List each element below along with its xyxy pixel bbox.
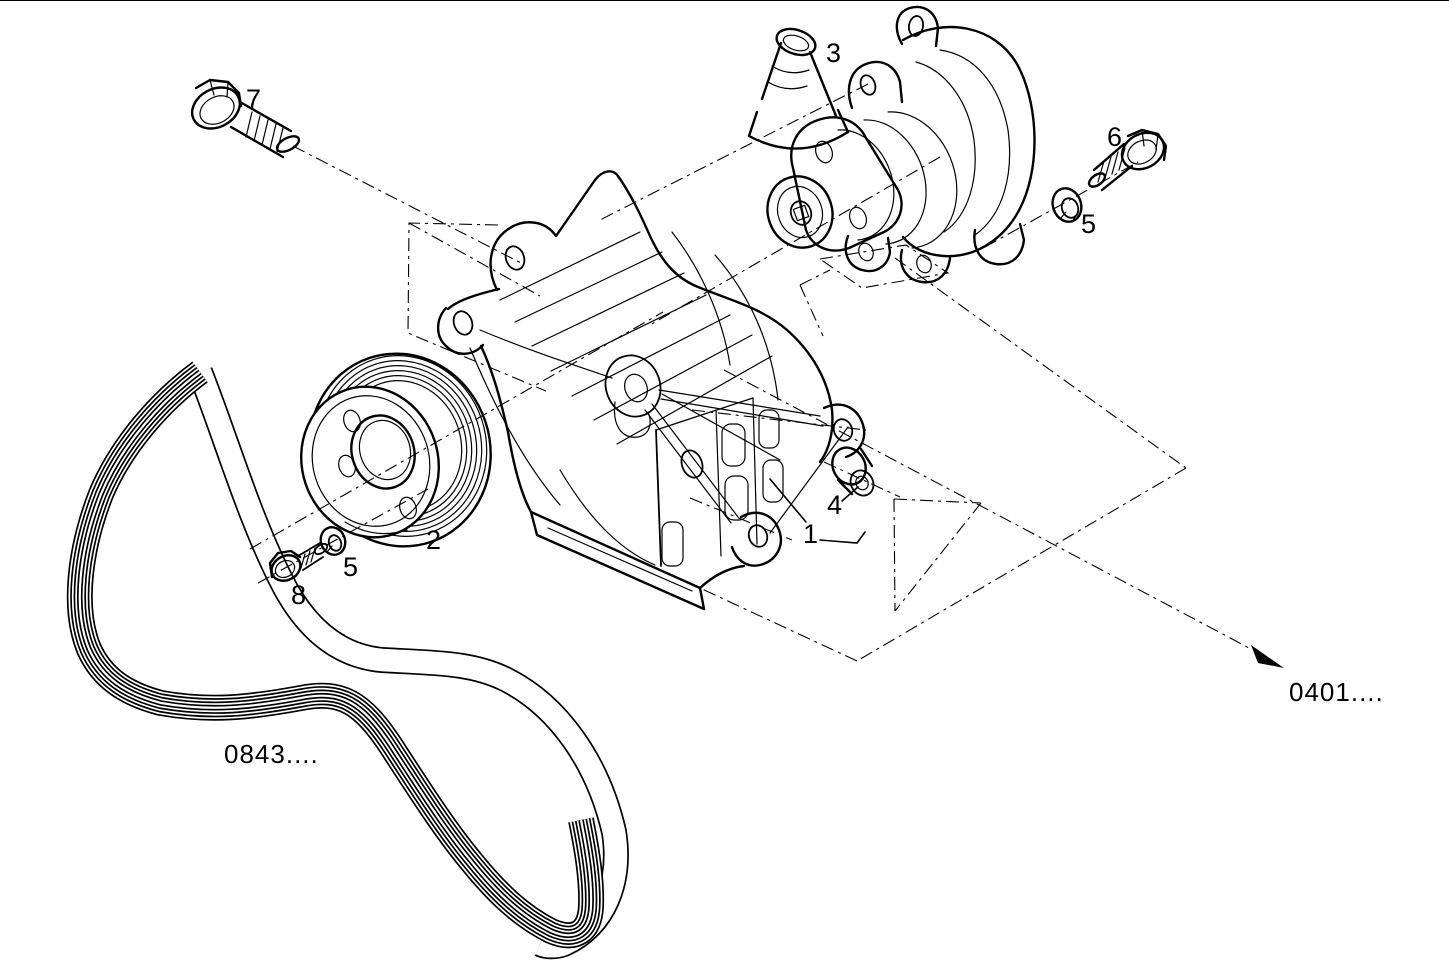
- pulley: [299, 352, 492, 548]
- reference-arrow: [723, 369, 1284, 668]
- page-rule: [0, 0, 1449, 1]
- bolt-7: [190, 78, 301, 159]
- callout-8: 8: [291, 580, 307, 610]
- construction-lines: [249, 83, 1187, 662]
- callout-5-right: 5: [1081, 209, 1097, 239]
- callout-1: 1: [803, 519, 819, 549]
- adjacent-assembly-code: 0401....: [1289, 677, 1384, 707]
- callout-4: 4: [827, 490, 843, 520]
- leader-lines: [769, 478, 866, 544]
- callout-5-left: 5: [343, 552, 359, 582]
- lock-washer-left: [319, 526, 347, 556]
- callout-6: 6: [1107, 122, 1123, 152]
- plug-bush: [831, 446, 875, 497]
- callout-3: 3: [826, 38, 842, 68]
- bolt-6: [1087, 128, 1168, 192]
- callout-7: 7: [246, 84, 262, 114]
- mounting-bracket: [436, 170, 866, 611]
- pump: [747, 5, 1036, 284]
- callout-2: 2: [426, 525, 442, 555]
- lock-washer-right: [1051, 187, 1083, 223]
- belt-reference-code: 0843....: [224, 739, 319, 769]
